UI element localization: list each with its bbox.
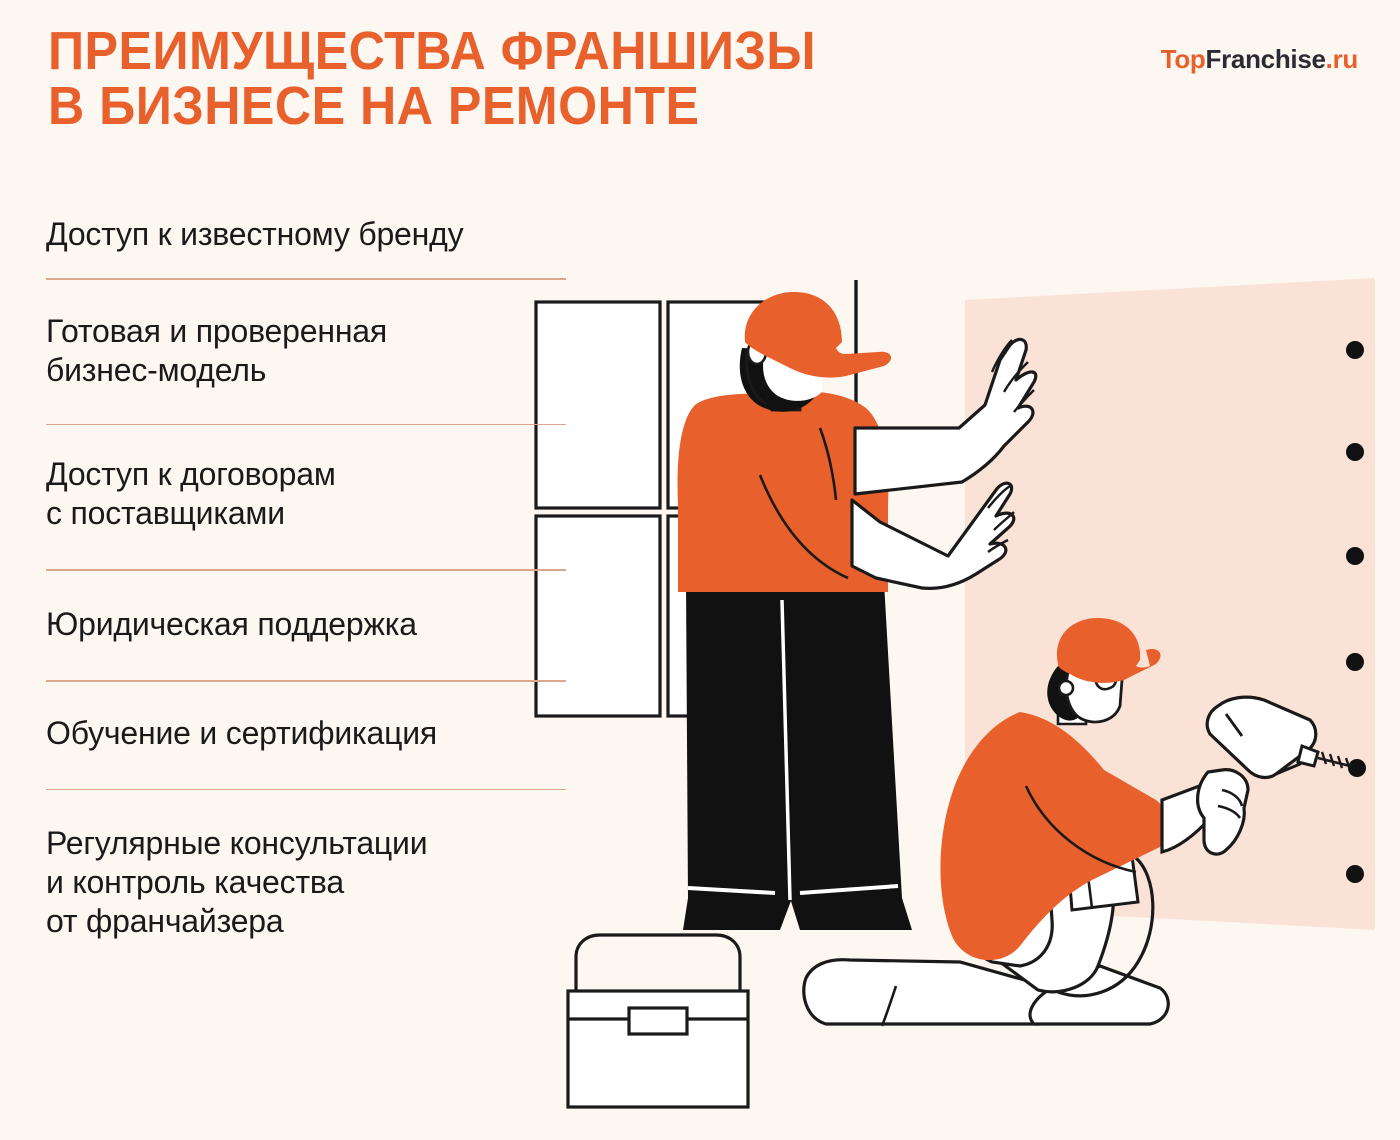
kneeling-worker-foot bbox=[1028, 964, 1170, 1026]
power-drill bbox=[1205, 695, 1359, 780]
drill-hole-dot bbox=[1346, 341, 1364, 359]
toolbox-handle bbox=[574, 933, 742, 993]
benefit-divider bbox=[46, 788, 566, 791]
benefit-text: Юридическая поддержка bbox=[46, 605, 417, 642]
benefit-text: Регулярные консультации и контроль качес… bbox=[46, 825, 428, 940]
logo-part-franchise: Franchise bbox=[1205, 44, 1326, 74]
logo-part-tld: .ru bbox=[1325, 44, 1359, 74]
drill-hole-dot bbox=[1346, 443, 1364, 461]
drill-hole-dots bbox=[1346, 341, 1366, 883]
benefits-list: Доступ к известному бренду Готовая и про… bbox=[46, 215, 566, 941]
standing-worker bbox=[677, 292, 1038, 930]
list-item: Обучение и сертификация bbox=[46, 682, 566, 789]
drill-hole-dot bbox=[1346, 547, 1364, 565]
standing-worker-cap bbox=[744, 292, 892, 378]
benefit-text: Доступ к договорам с поставщиками bbox=[46, 456, 336, 532]
kneeling-worker-cap bbox=[1056, 618, 1161, 683]
list-item: Юридическая поддержка bbox=[46, 571, 566, 680]
benefit-text: Доступ к известному бренду bbox=[46, 216, 464, 252]
list-item: Готовая и проверенная бизнес-модель bbox=[46, 280, 566, 424]
standing-worker-leg-right bbox=[790, 582, 912, 930]
benefit-text: Обучение и сертификация bbox=[46, 714, 438, 751]
kneeling-worker-hand bbox=[1196, 768, 1250, 856]
drill-hole-dot bbox=[1346, 865, 1364, 883]
toolbox bbox=[566, 933, 750, 1109]
list-item: Доступ к договорам с поставщиками bbox=[46, 425, 566, 569]
list-item: Доступ к известному бренду bbox=[46, 215, 566, 278]
standing-worker-shirt bbox=[677, 391, 889, 592]
benefit-divider bbox=[46, 679, 566, 682]
toolbox-latch bbox=[627, 1006, 689, 1036]
benefit-divider bbox=[46, 423, 566, 426]
logo-part-top: Top bbox=[1160, 44, 1206, 74]
standing-worker-arm-upper bbox=[853, 337, 1038, 496]
kneeling-worker bbox=[802, 618, 1359, 1027]
brand-logo[interactable]: TopFranchise.ru bbox=[1160, 44, 1359, 75]
page-title: ПРЕИМУЩЕСТВА ФРАНШИЗЫ В БИЗНЕСЕ НА РЕМОН… bbox=[48, 21, 817, 137]
standing-worker-arm-lower bbox=[850, 481, 1016, 590]
benefit-divider bbox=[46, 278, 566, 280]
benefit-text: Готовая и проверенная бизнес-модель bbox=[46, 312, 388, 388]
list-item: Регулярные консультации и контроль качес… bbox=[46, 790, 566, 941]
standing-worker-legs bbox=[683, 582, 792, 930]
kneeling-worker-jacket bbox=[940, 712, 1169, 961]
benefit-divider bbox=[46, 569, 566, 571]
drill-hole-dot bbox=[1346, 653, 1364, 671]
drill-hole-dot bbox=[1348, 759, 1366, 777]
